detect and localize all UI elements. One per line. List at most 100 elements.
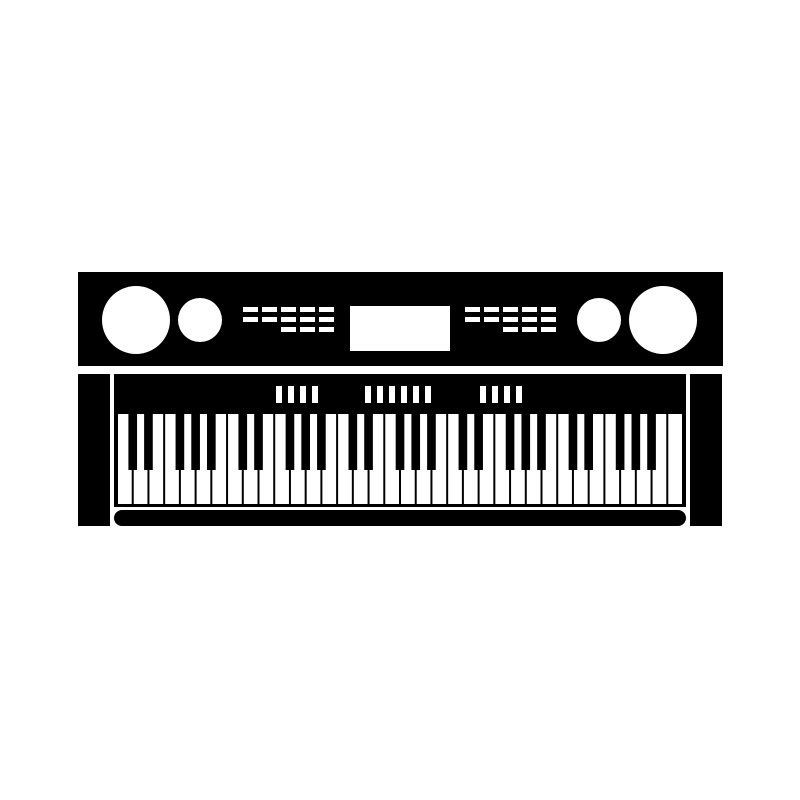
white-key-6	[212, 414, 227, 504]
rail-button-1-3	[401, 386, 407, 403]
white-key-14	[338, 414, 352, 504]
black-key-17	[505, 414, 515, 470]
panel-button-right-0-2	[503, 307, 518, 312]
panel-button-right-0-1	[484, 307, 499, 312]
rail-button-2-2	[504, 386, 510, 403]
white-key-3	[165, 414, 179, 504]
black-key-5	[238, 414, 248, 470]
white-key-33	[636, 414, 651, 504]
white-key-9	[259, 414, 274, 504]
white-key-0	[118, 414, 132, 504]
white-key-27	[542, 414, 557, 504]
white-key-10	[275, 414, 289, 504]
key-bed-top-rail	[114, 374, 686, 414]
white-key-17	[385, 414, 399, 504]
white-key-8	[243, 414, 258, 504]
panel-button-left-2-0	[281, 327, 296, 332]
white-key-28	[558, 414, 572, 504]
rail-button-row	[276, 386, 522, 403]
black-key-24	[647, 414, 656, 470]
rail-button-2-1	[492, 386, 498, 403]
panel-button-left-2-2	[319, 327, 334, 332]
white-key-25	[511, 414, 525, 504]
white-key-2	[149, 414, 164, 504]
key-section	[114, 374, 686, 526]
rail-button-1-2	[389, 386, 395, 403]
panel-button-left-0-3	[300, 307, 315, 312]
keyboard-base-strip	[114, 510, 686, 526]
white-key-20	[432, 414, 447, 504]
rail-button-0-2	[300, 386, 306, 403]
panel-button-left-1-0	[243, 317, 258, 322]
panel-button-left-1-2	[281, 317, 296, 322]
black-key-0	[128, 414, 138, 470]
black-key-19	[537, 414, 546, 470]
white-key-24	[495, 414, 510, 504]
white-key-4	[180, 414, 195, 504]
panel-button-left-0-1	[262, 307, 277, 312]
black-key-23	[631, 414, 641, 470]
black-key-10	[348, 414, 358, 470]
black-key-12	[395, 414, 405, 470]
side-panel-left	[78, 374, 110, 526]
panel-button-left-1-1	[262, 317, 277, 322]
panel-button-left-2-1	[300, 327, 315, 332]
rail-button-2-0	[480, 386, 486, 403]
white-key-21	[448, 414, 462, 504]
speaker-icon-left-small	[178, 298, 222, 342]
white-key-19	[416, 414, 431, 504]
rail-button-1-4	[413, 386, 419, 403]
white-key-13	[322, 414, 337, 504]
panel-button-right-1-3	[522, 317, 537, 322]
panel-button-left-0-4	[319, 307, 334, 312]
white-key-22	[463, 414, 478, 504]
white-key-5	[196, 414, 211, 504]
panel-button-right-0-0	[465, 307, 480, 312]
black-key-20	[568, 414, 578, 470]
panel-button-right-1-0	[465, 317, 480, 322]
white-key-29	[573, 414, 588, 504]
white-keys	[118, 414, 682, 504]
white-key-11	[290, 414, 305, 504]
control-panel	[78, 272, 723, 366]
black-key-8	[301, 414, 310, 470]
panel-button-right-0-4	[541, 307, 556, 312]
black-keys	[128, 414, 656, 470]
rail-button-1-0	[365, 386, 371, 403]
black-key-2	[175, 414, 185, 470]
white-key-26	[526, 414, 541, 504]
white-key-12	[306, 414, 321, 504]
panel-button-right-1-4	[541, 317, 556, 322]
black-key-13	[411, 414, 421, 470]
speaker-icon-right-large	[629, 286, 697, 354]
panel-button-left-0-2	[281, 307, 296, 312]
panel-button-right-2-1	[522, 327, 537, 332]
white-key-16	[369, 414, 384, 504]
black-key-9	[317, 414, 326, 470]
rail-button-1-5	[425, 386, 431, 403]
panel-button-left-1-3	[300, 317, 315, 322]
panel-button-right-2-2	[541, 327, 556, 332]
white-key-31	[605, 414, 620, 504]
rail-button-0-3	[312, 386, 318, 403]
black-key-4	[207, 414, 216, 470]
black-key-22	[615, 414, 625, 470]
black-key-21	[584, 414, 593, 470]
white-key-7	[228, 414, 242, 504]
white-key-32	[621, 414, 635, 504]
white-key-18	[401, 414, 415, 504]
black-key-14	[427, 414, 436, 470]
speaker-icon-right-small	[577, 298, 621, 342]
black-key-11	[364, 414, 373, 470]
white-key-23	[479, 414, 494, 504]
black-key-1	[144, 414, 153, 470]
panel-button-right-2-0	[503, 327, 518, 332]
black-key-16	[474, 414, 483, 470]
button-grid-left	[243, 307, 334, 332]
white-key-1	[133, 414, 148, 504]
white-key-30	[589, 414, 604, 504]
button-grid-right	[465, 307, 556, 332]
panel-button-right-0-3	[522, 307, 537, 312]
black-key-3	[191, 414, 200, 470]
